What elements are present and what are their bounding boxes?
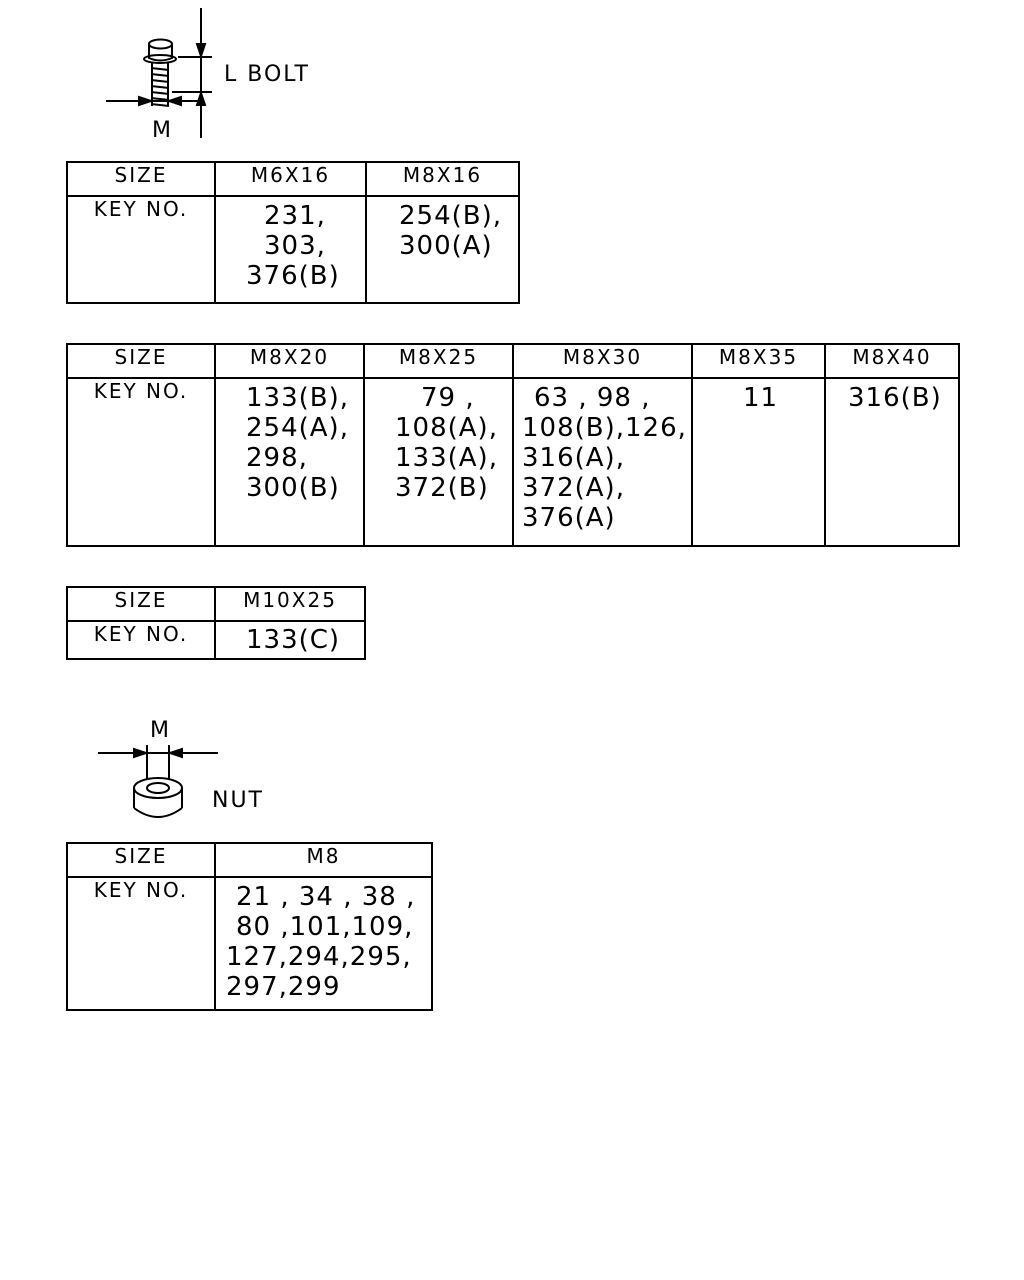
key-no-value: 63 , 98 , [534, 383, 651, 413]
key-no-value: 372(B) [395, 473, 489, 503]
key-no-value: 127,294,295, [226, 942, 412, 972]
size-cell: M8X20 [214, 343, 365, 379]
key-no-value: 298, [246, 443, 308, 473]
key-no-value: 376(A) [522, 503, 616, 533]
key-no-value: 11 [743, 383, 779, 413]
size-cell: M8X16 [365, 161, 520, 197]
key-no-value: 133(C) [246, 625, 341, 655]
key-no-cell: 316(B) [824, 377, 960, 547]
bolt-dimension-label: M [152, 118, 173, 143]
table-row: KEY NO. 21 , 34 , 38 , 80 ,101,109, 127,… [66, 876, 433, 1011]
key-no-header: KEY NO. [66, 377, 216, 547]
nut-label: NUT [212, 788, 264, 813]
bolt-size-table-1: SIZE M6X16 M8X16 KEY NO. 231, 303, 376(B… [66, 161, 520, 304]
bolt-dimension-lines [106, 8, 212, 138]
key-no-cell: 11 [691, 377, 826, 547]
key-no-value: 79 , [421, 383, 475, 413]
key-no-value: 254(B), [399, 201, 503, 231]
key-no-cell: 133(C) [214, 620, 366, 660]
key-no-value: 133(B), [246, 383, 350, 413]
key-no-cell: 231, 303, 376(B) [214, 195, 367, 304]
bolt-label: L BOLT [224, 62, 310, 87]
key-no-value: 80 ,101,109, [236, 912, 414, 942]
size-cell: M8X35 [691, 343, 826, 379]
key-no-value: 372(A), [522, 473, 625, 503]
key-no-cell: 79 , 108(A), 133(A), 372(B) [363, 377, 514, 547]
size-cell: M8X40 [824, 343, 960, 379]
key-no-header: KEY NO. [66, 620, 216, 660]
key-no-value: 376(B) [246, 261, 340, 291]
key-no-cell: 63 , 98 , 108(B),126, 316(A), 372(A), 37… [512, 377, 693, 547]
key-no-value: 254(A), [246, 413, 349, 443]
table-row: KEY NO. 231, 303, 376(B) 254(B), 300(A) [66, 195, 520, 304]
key-no-value: 300(B) [246, 473, 340, 503]
table-row: SIZE M6X16 M8X16 [66, 161, 520, 197]
key-no-header: KEY NO. [66, 876, 216, 1011]
bolt-icon [143, 38, 177, 107]
size-header: SIZE [66, 842, 216, 878]
table-row: KEY NO. 133(C) [66, 620, 366, 660]
size-header: SIZE [66, 586, 216, 622]
size-header: SIZE [66, 161, 216, 197]
key-no-value: 108(A), [395, 413, 498, 443]
key-no-value: 303, [264, 231, 326, 261]
nut-dimension-lines [98, 747, 218, 759]
key-no-value: 316(B) [848, 383, 942, 413]
key-no-value: 21 , 34 , 38 , [236, 882, 416, 912]
key-no-cell: 254(B), 300(A) [365, 195, 520, 304]
key-no-header: KEY NO. [66, 195, 216, 304]
size-cell: M8X25 [363, 343, 514, 379]
table-row: SIZE M10X25 [66, 586, 366, 622]
key-no-value: 300(A) [399, 231, 493, 261]
nut-dimension-label: M [150, 718, 171, 743]
key-no-value: 108(B),126, [522, 413, 687, 443]
nut-size-table: SIZE M8 KEY NO. 21 , 34 , 38 , 80 ,101,1… [66, 842, 433, 1011]
size-cell: M8 [214, 842, 433, 878]
table-row: KEY NO. 133(B), 254(A), 298, 300(B) 79 ,… [66, 377, 960, 547]
bolt-size-table-2: SIZE M8X20 M8X25 M8X30 M8X35 M8X40 KEY N… [66, 343, 960, 547]
key-no-cell: 21 , 34 , 38 , 80 ,101,109, 127,294,295,… [214, 876, 433, 1011]
bolt-size-table-3: SIZE M10X25 KEY NO. 133(C) [66, 586, 366, 660]
key-no-value: 316(A), [522, 443, 625, 473]
key-no-value: 133(A), [395, 443, 498, 473]
key-no-value: 231, [264, 201, 326, 231]
size-cell: M6X16 [214, 161, 367, 197]
size-cell: M8X30 [512, 343, 693, 379]
table-row: SIZE M8X20 M8X25 M8X30 M8X35 M8X40 [66, 343, 960, 379]
key-no-cell: 133(B), 254(A), 298, 300(B) [214, 377, 365, 547]
size-cell: M10X25 [214, 586, 366, 622]
nut-icon [133, 745, 183, 818]
table-row: SIZE M8 [66, 842, 433, 878]
key-no-value: 297,299 [226, 972, 341, 1002]
size-header: SIZE [66, 343, 216, 379]
